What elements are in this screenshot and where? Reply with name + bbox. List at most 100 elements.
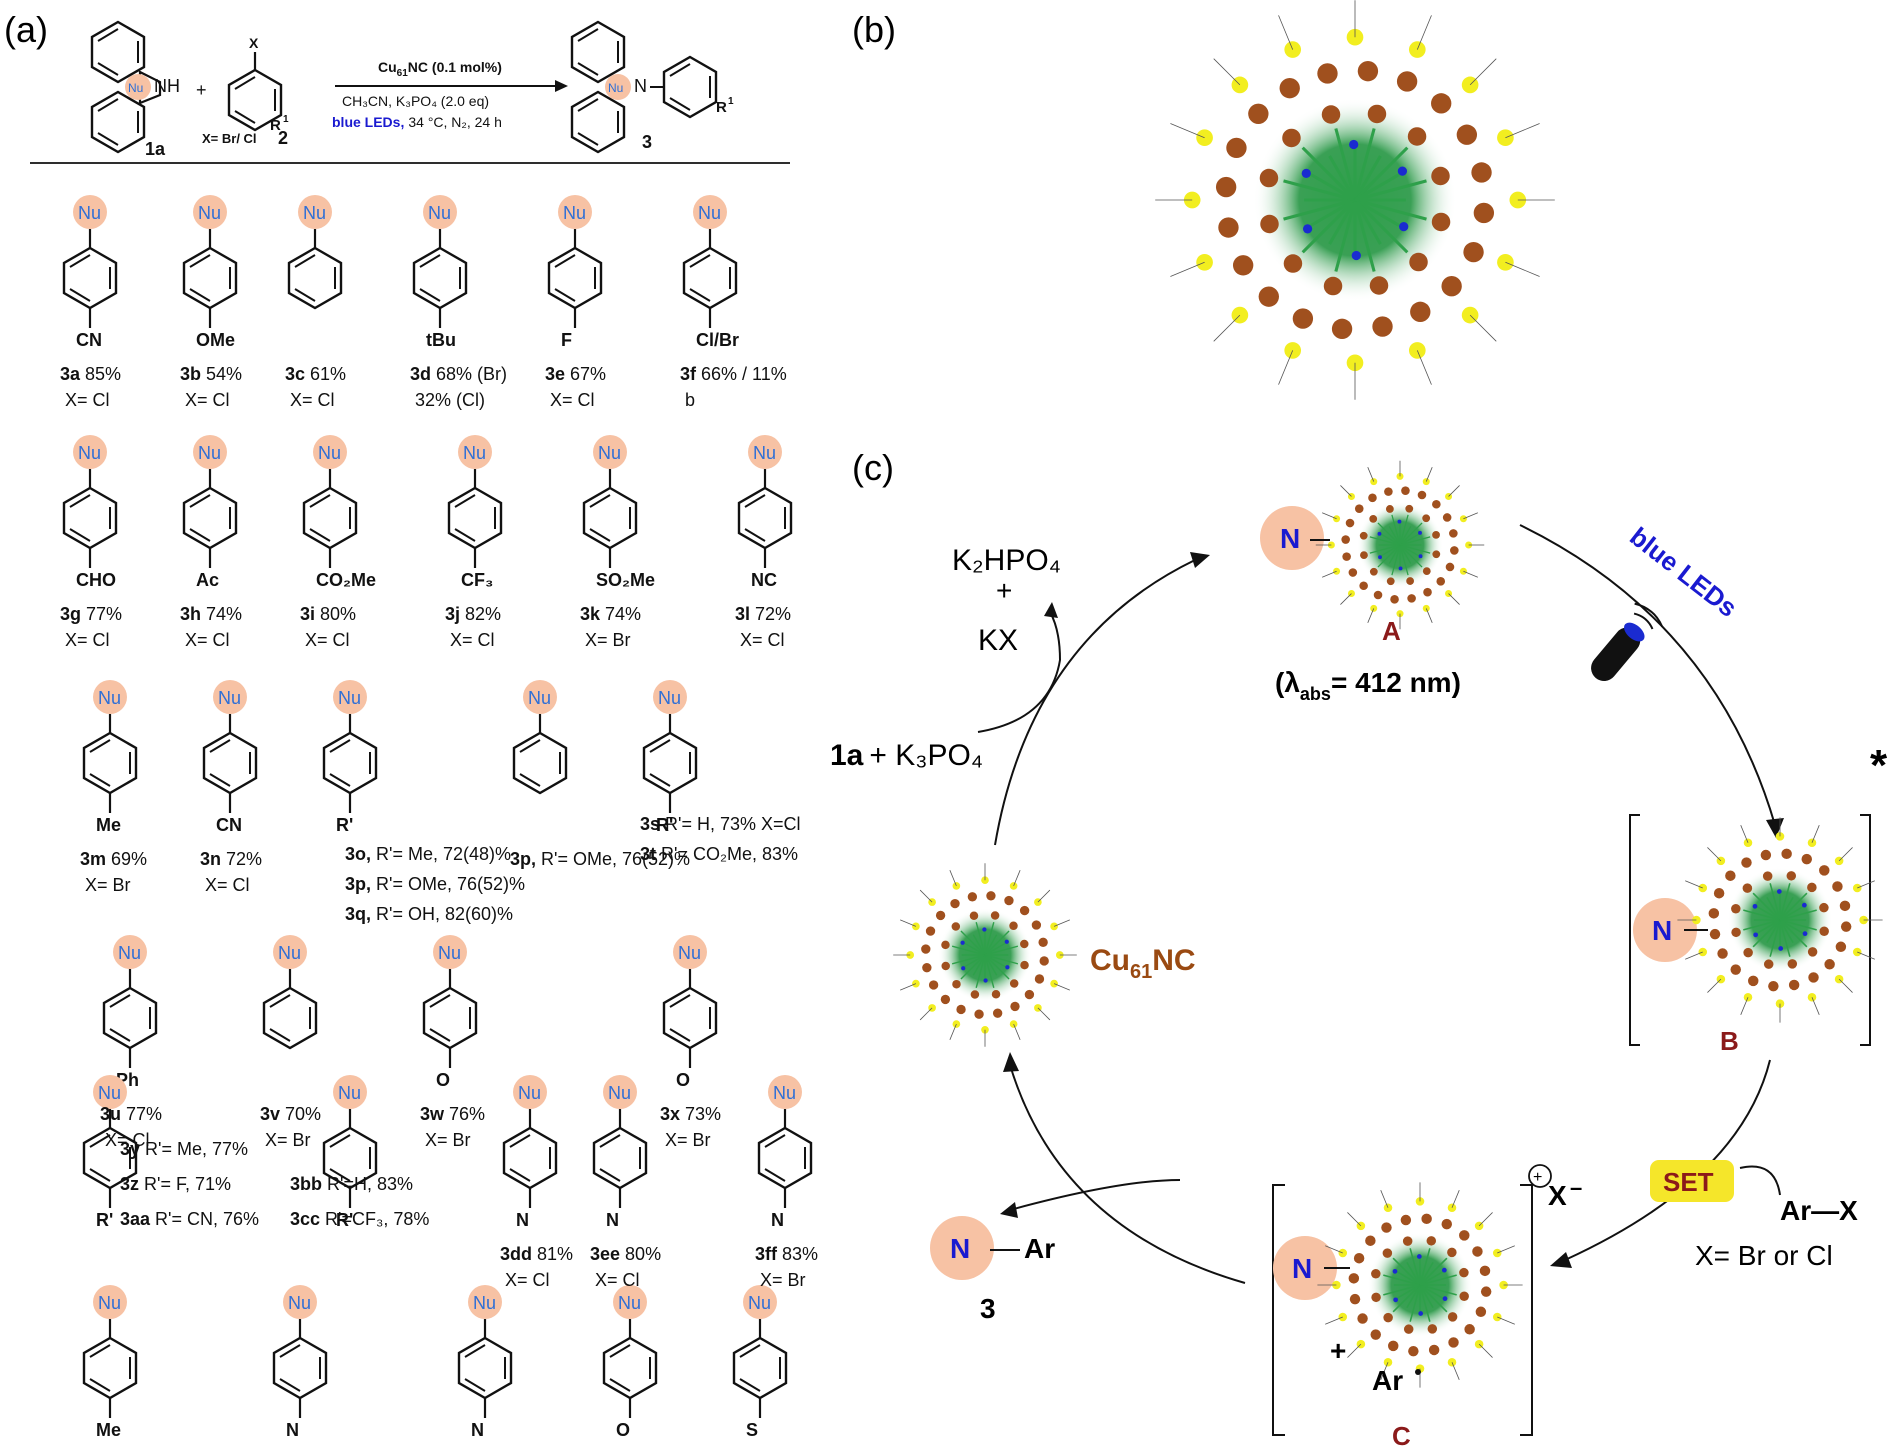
cu-atom bbox=[1730, 964, 1741, 975]
ar-radical-label: Ar bbox=[1372, 1365, 1403, 1396]
nu-circle bbox=[93, 1285, 127, 1319]
substituent-label: tBu bbox=[426, 330, 456, 350]
nu-circle bbox=[333, 1075, 367, 1109]
nu-label: Nu bbox=[773, 1083, 796, 1103]
cu-atom bbox=[1370, 1329, 1381, 1340]
cu-atom bbox=[1786, 871, 1797, 881]
caption-3p: 3p,R'= OMe, 76(52)% bbox=[510, 849, 690, 869]
n-atom bbox=[1418, 530, 1422, 535]
cluster-bond bbox=[1310, 173, 1356, 202]
catalytic-cycle-arrows bbox=[977, 524, 1784, 1284]
cluster-bond bbox=[1328, 155, 1357, 201]
substituent-label: OMe bbox=[196, 330, 235, 350]
product-label: 3 bbox=[642, 132, 652, 152]
A-n-label: N bbox=[1280, 523, 1300, 554]
n-atom bbox=[1442, 1296, 1448, 1302]
cu-atom bbox=[1781, 848, 1792, 860]
r1-label: R bbox=[270, 117, 281, 134]
panel-label-a: (a) bbox=[4, 9, 48, 50]
nu-circle bbox=[113, 935, 147, 969]
cu-atom bbox=[1456, 124, 1478, 145]
abs-val: = 412 nm) bbox=[1331, 667, 1461, 698]
cu-atom bbox=[1019, 905, 1030, 916]
cluster-bond bbox=[1301, 146, 1357, 202]
cluster-bond bbox=[1396, 1271, 1421, 1286]
cluster-bond bbox=[1399, 536, 1431, 546]
cu-atom bbox=[1824, 959, 1835, 970]
cluster-bond bbox=[1354, 198, 1427, 221]
n-atom bbox=[1004, 939, 1009, 944]
n-atom bbox=[1776, 889, 1782, 894]
benzene-ring bbox=[302, 486, 358, 550]
n-atom bbox=[1416, 1254, 1422, 1259]
cu-atom bbox=[1383, 1312, 1393, 1323]
cu-atom bbox=[1283, 254, 1303, 273]
cluster-bond bbox=[1779, 919, 1791, 957]
abs-open: (λ bbox=[1275, 667, 1300, 698]
benzene-ring bbox=[82, 731, 138, 795]
compound-x: X= Br bbox=[425, 1130, 471, 1150]
cu-atom bbox=[969, 911, 979, 920]
light-label: blue LEDs, bbox=[332, 114, 404, 130]
substituent-label: O bbox=[676, 1070, 690, 1090]
nu-circle bbox=[73, 435, 107, 469]
cu-atom bbox=[1386, 577, 1395, 586]
C-label: C bbox=[1392, 1421, 1411, 1450]
cluster-bond bbox=[1419, 1261, 1434, 1286]
nu-circle bbox=[213, 680, 247, 714]
cu-atom bbox=[1323, 276, 1343, 296]
compound-3p: Nu bbox=[512, 680, 568, 795]
cu-atom bbox=[1731, 927, 1741, 938]
substituent-label: O bbox=[436, 1070, 450, 1090]
benzene-ring bbox=[182, 486, 238, 550]
svg-text:(λabs= 412 nm): (λabs= 412 nm) bbox=[1275, 667, 1461, 704]
compound-3y: NuR' bbox=[82, 1075, 138, 1230]
cu-atom bbox=[1360, 551, 1368, 560]
nu-circle bbox=[743, 1285, 777, 1319]
cluster-bond bbox=[1419, 1284, 1444, 1299]
nu-circle bbox=[73, 195, 107, 229]
cu-atom bbox=[1760, 849, 1772, 861]
cu-atom bbox=[1010, 1001, 1020, 1012]
cluster-bond bbox=[964, 942, 986, 956]
cluster-bond bbox=[984, 954, 1010, 980]
x-br-cl-label: X= Br or Cl bbox=[1695, 1240, 1833, 1271]
cluster-bond bbox=[1756, 919, 1781, 934]
benzene-ring bbox=[512, 731, 568, 795]
substituent-label: R' bbox=[96, 1210, 113, 1230]
cluster-bond bbox=[1354, 198, 1400, 227]
cluster-bond bbox=[1399, 522, 1423, 546]
cu-atom bbox=[1449, 529, 1458, 538]
compound-3jj: NuO bbox=[602, 1285, 658, 1440]
cu-atom bbox=[1369, 567, 1378, 576]
cu-atom bbox=[1819, 926, 1829, 937]
nu-circle bbox=[673, 935, 707, 969]
substituent-label: CHO bbox=[76, 570, 116, 590]
cu-atom bbox=[1431, 212, 1451, 232]
compound-x: X= Cl bbox=[185, 630, 230, 650]
benzene-ring bbox=[62, 486, 118, 550]
cu-atom bbox=[1373, 590, 1383, 600]
conditions-label: CH₃CN, K₃PO₄ (2.0 eq) bbox=[342, 93, 489, 109]
cluster-bond bbox=[1391, 544, 1401, 576]
cu-atom bbox=[974, 1009, 984, 1019]
benzene-ring bbox=[202, 731, 258, 795]
cluster-bond bbox=[1377, 544, 1401, 568]
cu-atom bbox=[1807, 882, 1817, 893]
cluster-bond bbox=[1383, 1284, 1421, 1296]
cu-atom bbox=[1731, 903, 1741, 914]
cluster-bond bbox=[1396, 1284, 1421, 1299]
led-flashlight-icon bbox=[1591, 602, 1664, 682]
cu-atom bbox=[1768, 980, 1779, 992]
cluster-bond bbox=[1752, 919, 1781, 948]
